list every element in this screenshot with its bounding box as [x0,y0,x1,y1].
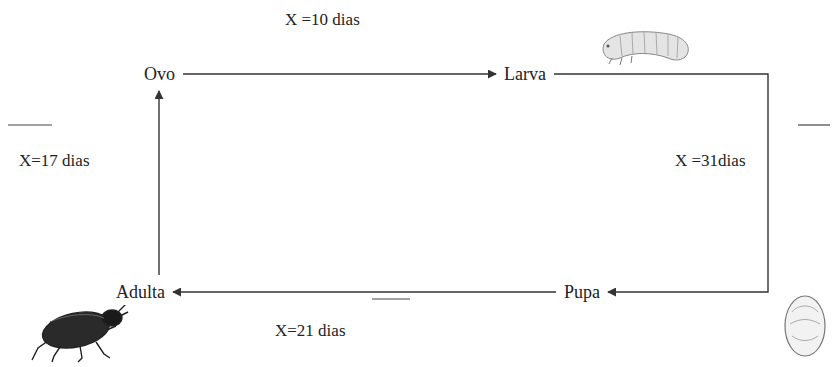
stage-label: Larva [500,61,550,87]
duration-label: X=17 dias [16,150,93,171]
cycle-arrow [554,74,768,292]
stage-name: Adulta [116,281,165,303]
cycle-arrow [183,73,496,74]
stage-label: Adulta [112,279,169,305]
dash-mark [798,124,830,125]
stage-label: Pupa [560,279,604,305]
duration-label: X =31dias [672,150,749,171]
pupa-illustration [785,296,825,356]
beetle-illustration [32,304,128,362]
stage-name: Ovo [144,63,175,85]
dash-mark [372,298,410,299]
cycle-arrow [173,291,556,292]
dash-mark [8,124,52,125]
stage-name: Larva [504,63,546,85]
larva-illustration [603,32,688,65]
duration-label: X=21 dias [272,320,349,341]
cycle-arrow [158,91,159,275]
stage-name: Pupa [564,281,600,303]
duration-label: X =10 dias [282,9,363,30]
stage-label: Ovo [140,61,179,87]
